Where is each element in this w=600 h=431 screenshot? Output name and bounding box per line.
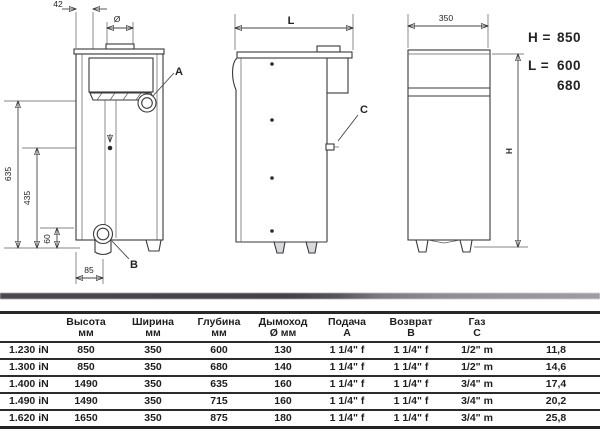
dim-l-label: L <box>288 15 295 27</box>
dim-h-label: H <box>504 148 514 154</box>
model-cell: 1.230 iN <box>0 341 52 359</box>
header-depth: Глубина мм <box>197 316 241 339</box>
dimension-legend: H = 850 L = 600 680 <box>528 30 581 93</box>
table-row: 1.620 iN 1650 350 875 180 1 1/4" f 1 1/4… <box>0 409 600 428</box>
dim-350-label: 350 <box>439 13 453 23</box>
header-weight <box>512 313 600 343</box>
legend-h-value: 850 <box>557 30 581 45</box>
legend-h-eq: H = <box>528 30 551 45</box>
table-row: 1.230 iN 850 350 600 130 1 1/4" f 1 1/4"… <box>0 341 600 359</box>
front-view: 42 Ø A B <box>3 0 183 284</box>
dim-diameter-label: Ø <box>114 14 121 24</box>
table-row: 1.300 iN 850 350 680 140 1 1/4" f 1 1/4"… <box>0 358 600 376</box>
legend-l-value-2: 680 <box>557 78 581 93</box>
specification-table: Высота мм Ширина мм Глубина мм Дымоход Ø… <box>0 311 600 429</box>
header-flue: Дымоход Ø мм <box>258 316 308 339</box>
header-height: Высота мм <box>66 316 106 339</box>
table-row: 1.400 iN 1490 350 635 160 1 1/4" f 1 1/4… <box>0 375 600 393</box>
header-width: Ширина мм <box>131 316 175 339</box>
scan-shadow-divider <box>0 293 600 299</box>
dim-435-label: 435 <box>22 191 32 205</box>
legend-l-value-1: 600 <box>557 58 581 73</box>
header-model <box>0 313 52 343</box>
model-cell: 1.490 iN <box>0 392 52 410</box>
dim-60-label: 60 <box>42 234 52 244</box>
legend-l-eq: L = <box>528 58 549 73</box>
connection-a-label: A <box>175 66 183 78</box>
dim-42-label: 42 <box>53 0 63 9</box>
table-header: Высота мм Ширина мм Глубина мм Дымоход Ø… <box>0 313 600 343</box>
model-cell: 1.400 iN <box>0 375 52 393</box>
model-cell: 1.300 iN <box>0 358 52 376</box>
side-view: L C <box>232 14 368 254</box>
connection-c-label: C <box>360 104 368 116</box>
header-return: Возврат B <box>389 316 433 339</box>
header-supply: Подача A <box>327 316 366 339</box>
connection-b-label: B <box>130 259 138 271</box>
rear-view: 350 H <box>407 13 528 253</box>
table-row: 1.490 iN 1490 350 715 160 1 1/4" f 1 1/4… <box>0 392 600 410</box>
dim-85-label: 85 <box>84 265 94 275</box>
model-cell: 1.620 iN <box>0 409 52 428</box>
dim-635-label: 635 <box>3 167 13 181</box>
header-gas: Газ C <box>468 316 486 339</box>
technical-drawing: 42 Ø A B <box>3 0 581 284</box>
